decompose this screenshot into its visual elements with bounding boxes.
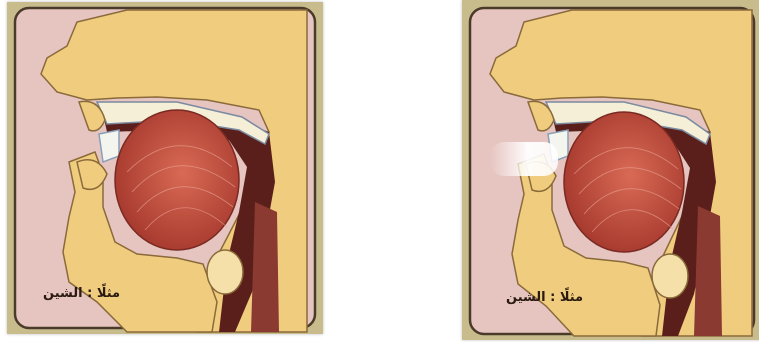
articulation-diagram-right: مثلًا : الشين xyxy=(462,0,759,340)
tongue xyxy=(115,110,239,250)
esophagus xyxy=(694,206,722,336)
sagittal-head-illustration xyxy=(7,2,323,334)
sagittal-head-illustration xyxy=(462,0,759,340)
tongue xyxy=(564,112,684,252)
larynx xyxy=(207,250,243,294)
esophagus xyxy=(251,202,279,332)
panel-caption: مثلًا : الشين xyxy=(506,290,583,305)
larynx xyxy=(652,254,688,298)
articulation-diagram-left: مثلًا : الشين xyxy=(7,2,323,334)
airflow-puff xyxy=(490,142,558,176)
panel-caption: مثلًا : الشين xyxy=(43,286,120,301)
teeth xyxy=(99,130,119,162)
